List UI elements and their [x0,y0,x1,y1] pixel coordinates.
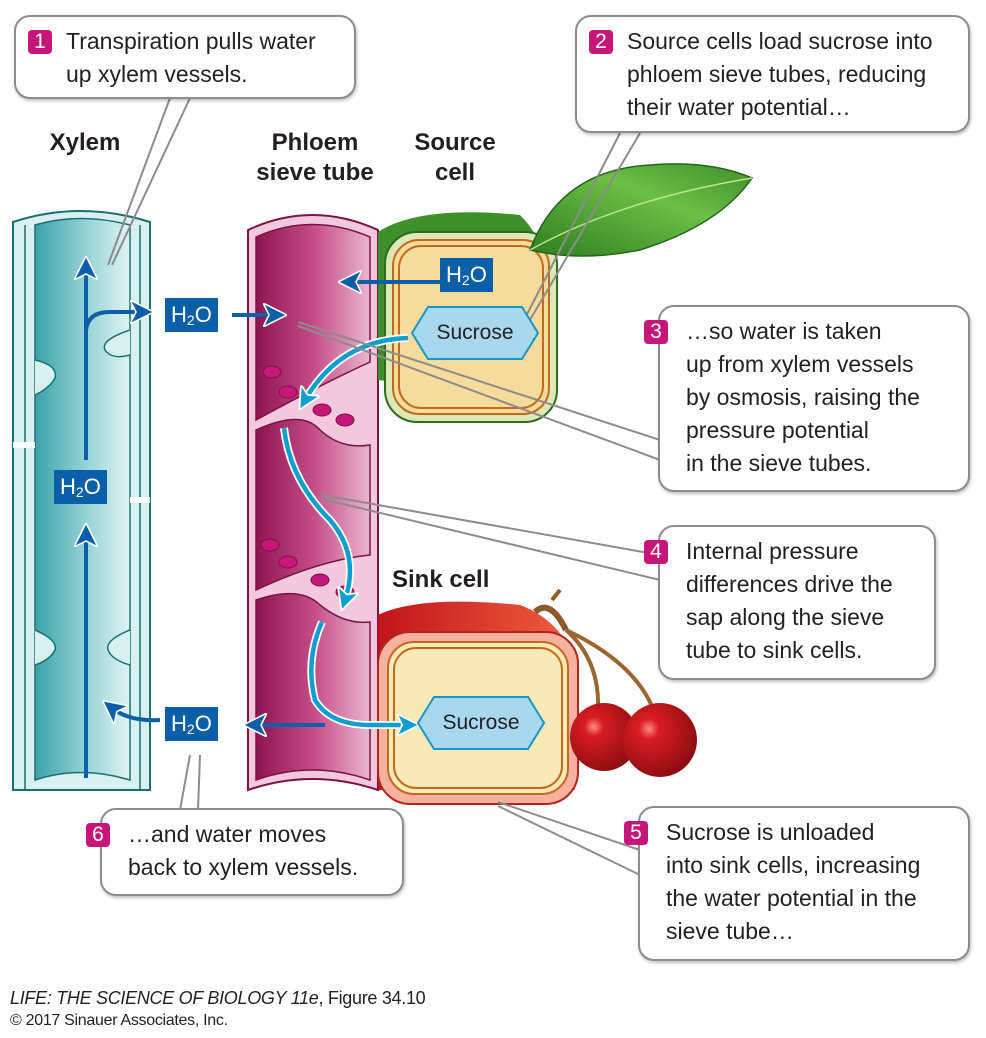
callout-pointer-lines [107,97,661,876]
figure-credit: LIFE: THE SCIENCE OF BIOLOGY 11e, Figure… [10,988,426,1009]
step-badge: 1 [28,30,52,54]
hexagon-shape [410,306,540,360]
source-cell-heading: Source cell [395,128,515,188]
leaf-illustration [528,163,754,257]
phloem-heading-line1: Phloem [271,129,359,156]
step-badge: 3 [644,320,668,344]
source-cell-heading-line1: Source [414,129,496,156]
callout-step-5: 5 Sucrose is unloaded into sink cells, i… [624,806,970,961]
cherries-illustration [532,588,697,777]
step-badge: 6 [86,823,110,847]
source-cell-heading-line2: cell [434,159,476,186]
water-label-xylem-to-phloem: H2O [165,298,218,332]
step-badge: 5 [624,821,648,845]
sucrose-sink: Sucrose [416,695,546,751]
water-label-phloem-to-xylem: H2O [165,707,218,741]
sap-flow-arrows [280,334,408,725]
xylem-heading: Xylem [49,129,121,156]
sucrose-source: Sucrose [410,305,540,361]
water-label-source-cell: H2O [440,258,493,292]
callout-step-4: 4 Internal pressure differences drive th… [644,525,936,680]
callout-step-3: 3 …so water is taken up from xylem vesse… [644,305,970,492]
callout-step-2: 2 Source cells load sucrose into phloem … [575,15,970,133]
figure-number: , Figure 34.10 [318,988,426,1008]
callout-step-1: 1 Transpiration pulls water up xylem ves… [14,15,356,99]
sink-cell-heading: Sink cell [392,566,490,593]
hexagon-shape [416,696,546,750]
water-movement-arrows [232,282,440,725]
book-title: LIFE: THE SCIENCE OF BIOLOGY 11e [10,988,319,1008]
phloem-heading-line2: sieve tube [256,159,374,186]
phloem-heading: Phloem sieve tube [240,128,390,188]
water-label-xylem: H2O [54,470,107,504]
step-badge: 4 [644,540,668,564]
step-badge: 2 [589,30,613,54]
callout-step-6: 6 …and water moves back to xylem vessels… [86,808,404,896]
copyright: © 2017 Sinauer Associates, Inc. [10,1012,228,1029]
xylem-upward-flow-arrows [86,268,161,778]
